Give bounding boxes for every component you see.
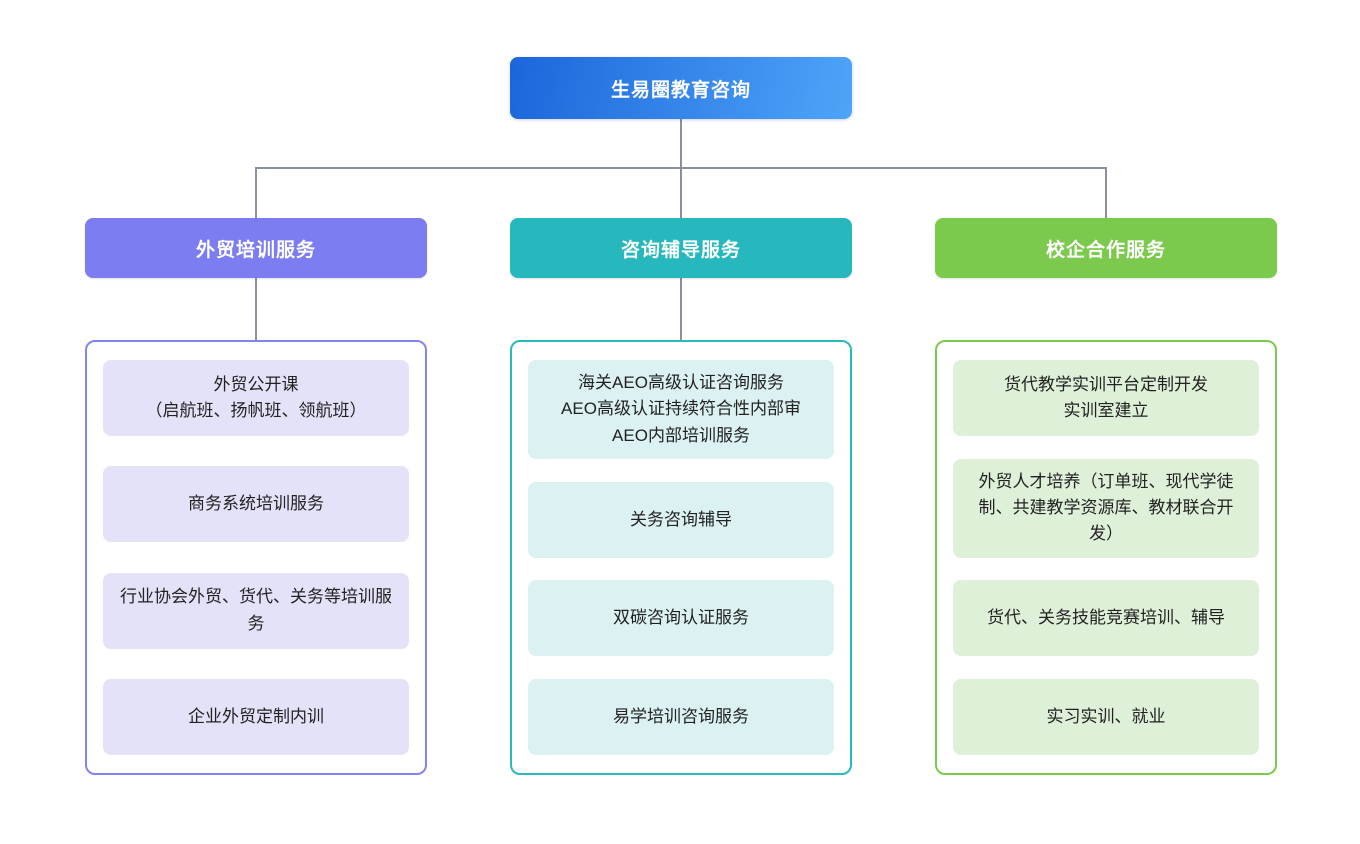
branch-item-label: 实习实训、就业 [1046,706,1166,726]
connector-drop-middle [680,168,682,218]
branch-box-school-enterprise: 货代教学实训平台定制开发 实训室建立 外贸人才培养（订单班、现代学徒制、共建教学… [935,340,1277,775]
branch-item[interactable]: 商务系统培训服务 [103,466,409,543]
branch-item[interactable]: 货代教学实训平台定制开发 实训室建立 [953,360,1259,436]
branch-item[interactable]: 易学培训咨询服务 [528,679,834,755]
branch-item-label: 海关AEO高级认证咨询服务 AEO高级认证持续符合性内部审 AEO内部培训服务 [561,373,801,445]
root-node[interactable]: 生易圈教育咨询 [510,57,852,119]
branch-item-label: 货代、关务技能竞赛培训、辅导 [987,608,1225,628]
branch-item[interactable]: 海关AEO高级认证咨询服务 AEO高级认证持续符合性内部审 AEO内部培训服务 [528,360,834,460]
branch-item[interactable]: 双碳咨询认证服务 [528,580,834,657]
branch-item[interactable]: 实习实训、就业 [953,679,1259,755]
branch-item[interactable]: 外贸人才培养（订单班、现代学徒制、共建教学资源库、教材联合开发） [953,458,1259,558]
branch-header-label: 咨询辅导服务 [620,239,741,261]
branch-item[interactable]: 货代、关务技能竞赛培训、辅导 [953,580,1259,657]
branch-item-label: 商务系统培训服务 [188,494,324,514]
branch-item-label: 货代教学实训平台定制开发 实训室建立 [1004,374,1208,420]
branch-item-label: 双碳咨询认证服务 [613,608,749,628]
branch-item[interactable]: 外贸公开课 （启航班、扬帆班、领航班） [103,360,409,436]
connector-drop-left [255,168,257,218]
connector-middle-header-to-box [680,278,682,340]
branch-box-consulting: 海关AEO高级认证咨询服务 AEO高级认证持续符合性内部审 AEO内部培训服务 … [510,340,852,775]
branch-item-label: 易学培训咨询服务 [613,706,749,726]
branch-header-consulting[interactable]: 咨询辅导服务 [510,218,852,278]
branch-trade-training: 外贸培训服务 外贸公开课 （启航班、扬帆班、领航班） 商务系统培训服务 行业协会… [85,218,427,775]
connector-left-header-to-box [255,278,257,340]
connector-root-vertical [680,119,682,168]
connector-drop-right [1105,168,1107,218]
root-node-label: 生易圈教育咨询 [610,79,751,101]
branch-item-label: 行业协会外贸、货代、关务等培训服务 [120,587,392,633]
branch-item-label: 企业外贸定制内训 [188,706,324,726]
branch-header-trade-training[interactable]: 外贸培训服务 [85,218,427,278]
branch-item-label: 外贸人才培养（订单班、现代学徒制、共建教学资源库、教材联合开发） [978,471,1234,544]
branch-item[interactable]: 行业协会外贸、货代、关务等培训服务 [103,572,409,649]
branch-header-school-enterprise[interactable]: 校企合作服务 [935,218,1277,278]
branch-item[interactable]: 企业外贸定制内训 [103,678,409,755]
branch-header-label: 校企合作服务 [1045,239,1166,261]
branch-box-trade-training: 外贸公开课 （启航班、扬帆班、领航班） 商务系统培训服务 行业协会外贸、货代、关… [85,340,427,775]
branch-item[interactable]: 关务咨询辅导 [528,481,834,558]
branch-consulting: 咨询辅导服务 海关AEO高级认证咨询服务 AEO高级认证持续符合性内部审 AEO… [510,218,852,775]
branch-header-label: 外贸培训服务 [195,239,316,261]
branch-school-enterprise: 校企合作服务 货代教学实训平台定制开发 实训室建立 外贸人才培养（订单班、现代学… [935,218,1277,775]
branch-item-label: 外贸公开课 （启航班、扬帆班、领航班） [145,374,367,420]
branch-item-label: 关务咨询辅导 [630,509,732,529]
